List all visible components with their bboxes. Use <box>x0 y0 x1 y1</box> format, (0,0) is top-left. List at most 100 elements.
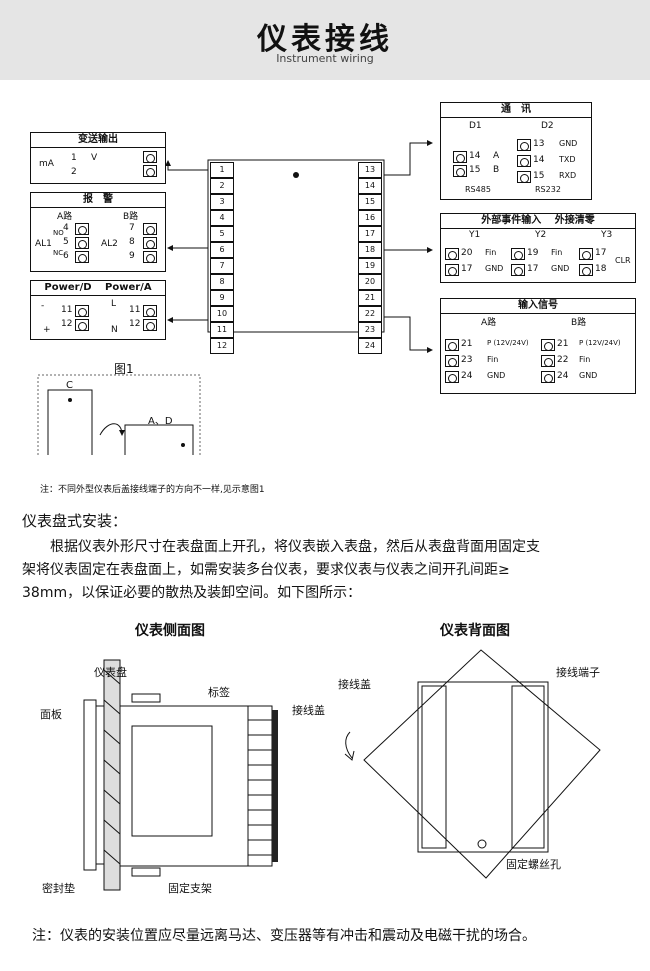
event-t19: 19 <box>527 248 539 258</box>
meter-terminal-number: 14 <box>358 178 382 194</box>
power-title-row: Power/D Power/A <box>31 281 165 296</box>
comm-t15: 15 <box>469 165 481 175</box>
input-title: 输入信号 <box>441 299 635 314</box>
event-clr: CLR <box>615 256 631 265</box>
alarm-nc: NC <box>53 249 64 257</box>
comm-gnd: GND <box>559 139 578 148</box>
input-b-t24: 24 <box>557 371 569 381</box>
event-y2-t17: 17 <box>527 264 539 274</box>
input-b-p: P (12V/24V) <box>579 339 621 347</box>
power-d-t11: 11 <box>61 305 73 315</box>
terminal-icon <box>75 251 89 263</box>
input-a-gnd: GND <box>487 371 506 380</box>
terminal-icon <box>143 223 157 235</box>
terminal-icon <box>75 223 89 235</box>
terminal-icon <box>453 151 467 163</box>
event-y2: Y2 <box>535 230 547 240</box>
terminal-icon <box>143 165 157 177</box>
label-face: 面板 <box>40 708 62 721</box>
terminal-icon <box>143 237 157 249</box>
input-b-gnd: GND <box>579 371 598 380</box>
wiring-diagram <box>37 140 433 455</box>
alarm-a-label: A路 <box>57 212 73 222</box>
comm-txd: TXD <box>559 155 576 164</box>
meter-terminal-number: 7 <box>210 258 234 274</box>
input-a-t21: 21 <box>461 339 473 349</box>
input-a-t24: 24 <box>461 371 473 381</box>
section-title: 仪表盘式安装： <box>22 512 128 530</box>
event-t18: 18 <box>595 264 607 274</box>
power-d-label: Power/D <box>44 282 92 293</box>
comm-d2-t14: 14 <box>533 155 545 165</box>
terminal-icon <box>143 251 157 263</box>
meter-terminal-number: 8 <box>210 274 234 290</box>
panel-event-input: 外部事件输入 外接清零 Y1 Y2 Y3 20 Fin 17 GND 19 Fi… <box>440 213 636 283</box>
comm-rs485: RS485 <box>465 185 491 194</box>
transmit-ma: mA <box>39 159 54 169</box>
comm-b: B <box>493 165 500 175</box>
transmit-t1: 1 <box>71 153 77 163</box>
meter-terminal-number: 19 <box>358 258 382 274</box>
comm-rxd: RXD <box>559 171 577 180</box>
terminal-icon <box>143 319 157 331</box>
alarm-al1: AL1 <box>35 239 52 249</box>
meter-terminal-number: 2 <box>210 178 234 194</box>
meter-terminal-number: 21 <box>358 290 382 306</box>
terminal-icon <box>143 305 157 317</box>
event-t20: 20 <box>461 248 473 258</box>
meter-terminal-number: 23 <box>358 322 382 338</box>
header-bar <box>0 0 650 80</box>
meter-terminal-number: 16 <box>358 210 382 226</box>
panel-communication: 通 讯 D1 D2 14 A 15 B RS485 13 GND 14 TXD … <box>440 102 592 200</box>
transmit-v: V <box>91 153 98 163</box>
fig1-c: C <box>66 380 73 391</box>
label-bracket: 固定支架 <box>168 882 212 895</box>
terminal-icon <box>541 371 555 383</box>
label-tag: 标签 <box>208 686 230 699</box>
panel-alarm: 报 警 A路 B路 AL1 AL2 NO NC 4 5 6 7 8 9 <box>30 192 166 272</box>
paragraph-line: 根据仪表外形尺寸在表盘面上开孔，将仪表嵌入表盘，然后从表盘背面用固定支 <box>50 539 540 555</box>
event-title: 外部事件输入 <box>481 215 542 226</box>
terminal-icon <box>511 264 525 276</box>
meter-terminal-number: 4 <box>210 210 234 226</box>
event-gnd2: GND <box>551 264 570 273</box>
event-t17: 17 <box>461 264 473 274</box>
power-a-t12: 12 <box>129 319 141 329</box>
meter-terminal-number: 5 <box>210 226 234 242</box>
fig1-ad: A、D <box>148 416 173 427</box>
alarm-t7: 7 <box>129 223 135 233</box>
meter-terminal-number: 12 <box>210 338 234 354</box>
meter-terminal-number: 3 <box>210 194 234 210</box>
meter-terminal-number: 24 <box>358 338 382 354</box>
label-screw-hole: 固定螺丝孔 <box>506 858 561 871</box>
transmit-t2: 2 <box>71 167 77 177</box>
event-clear: 外接清零 <box>554 215 595 226</box>
power-l: L <box>111 299 117 309</box>
install-paragraph: 根据仪表外形尺寸在表盘面上开孔，将仪表嵌入表盘，然后从表盘背面用固定支 架将仪表… <box>22 536 632 605</box>
paragraph-line: 38mm，以保证必要的散热及装卸空间。如下图所示： <box>22 585 362 601</box>
terminal-icon <box>445 371 459 383</box>
event-y3: Y3 <box>601 230 613 240</box>
input-a-t23: 23 <box>461 355 473 365</box>
meter-terminal-number: 17 <box>358 226 382 242</box>
terminal-icon <box>541 355 555 367</box>
label-terminal: 接线端子 <box>556 666 600 679</box>
terminal-icon <box>511 248 525 260</box>
terminal-icon <box>445 248 459 260</box>
power-minus: - <box>41 301 45 311</box>
terminal-icon <box>75 319 89 331</box>
meter-terminal-number: 9 <box>210 290 234 306</box>
input-b-t22: 22 <box>557 355 569 365</box>
event-y1: Y1 <box>469 230 481 240</box>
terminal-icon <box>517 139 531 151</box>
input-b-fin: Fin <box>579 355 591 364</box>
event-y3-t17: 17 <box>595 248 607 258</box>
meter-terminal-number: 11 <box>210 322 234 338</box>
comm-d1: D1 <box>469 121 482 131</box>
comm-d2: D2 <box>541 121 554 131</box>
alarm-title: 报 警 <box>31 193 165 208</box>
meter-terminal-number: 1 <box>210 162 234 178</box>
event-fin1: Fin <box>485 248 497 257</box>
terminal-icon <box>579 248 593 260</box>
